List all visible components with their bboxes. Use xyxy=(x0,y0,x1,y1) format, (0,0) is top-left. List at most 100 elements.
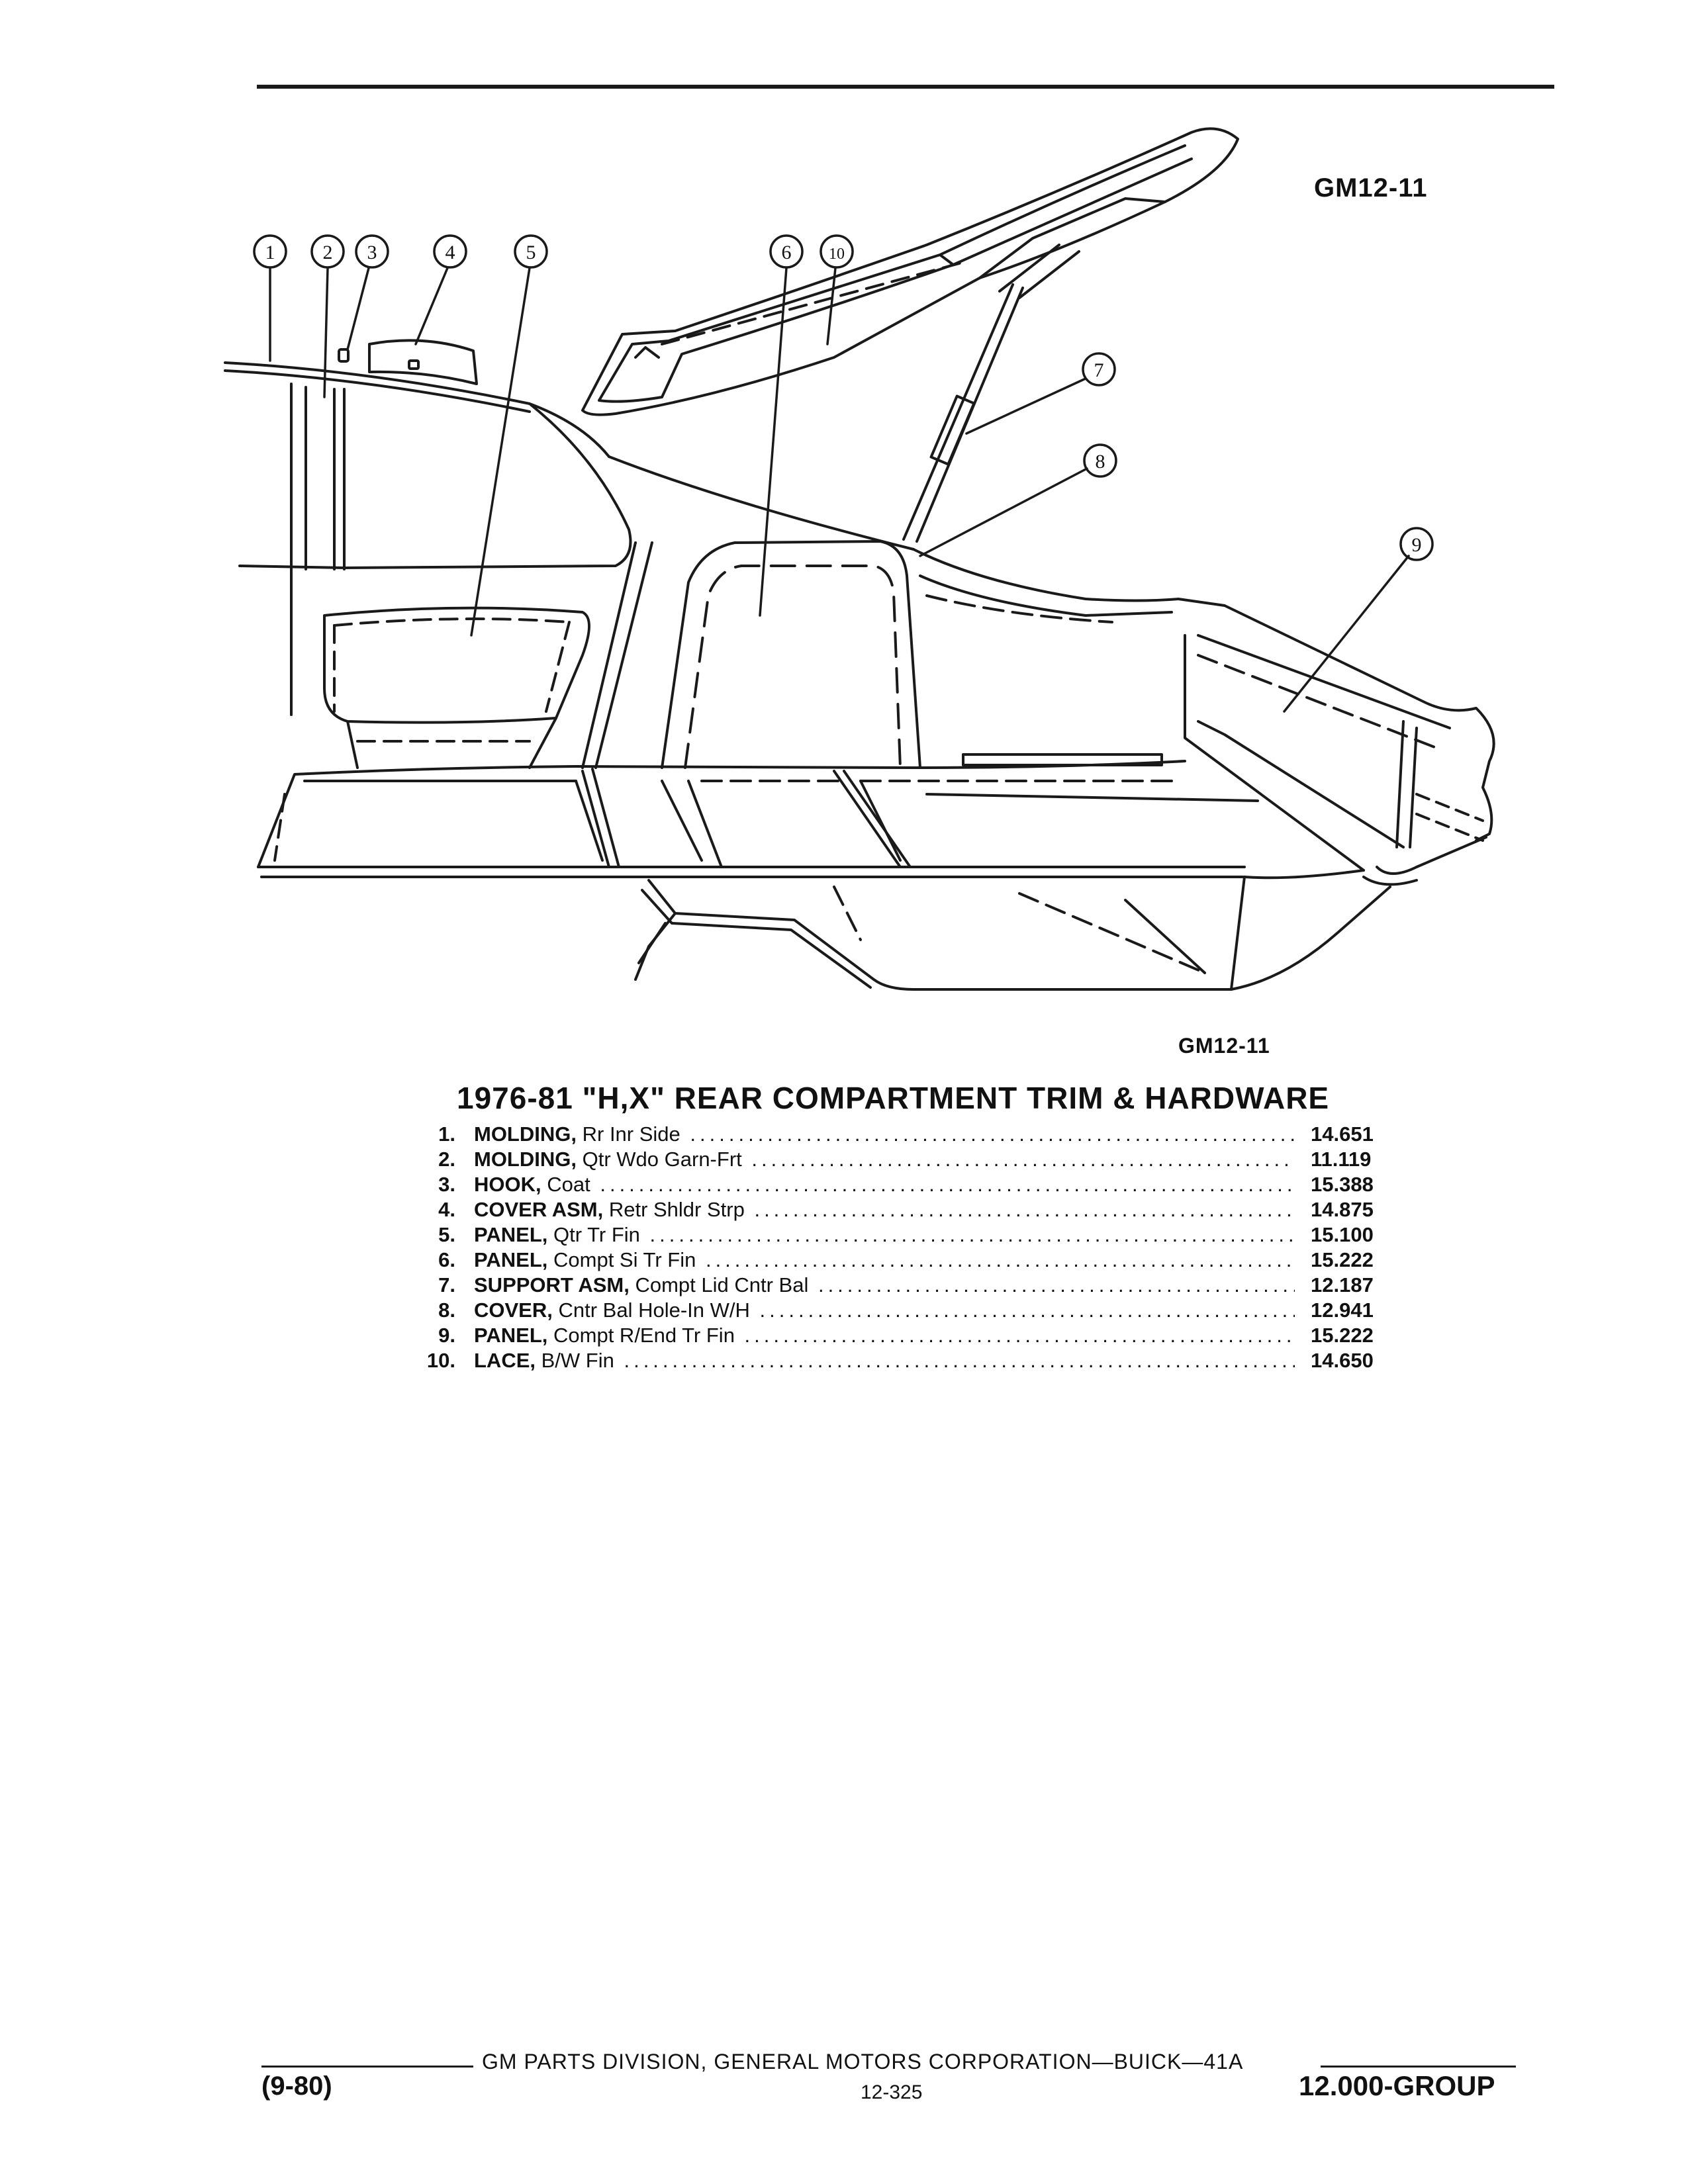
list-item: 6.PANEL, Compt Si Tr Fin ...............… xyxy=(397,1248,1403,1273)
dot-leader: ........................................… xyxy=(751,1148,1295,1171)
figure-id-top: GM12-11 xyxy=(1314,173,1428,203)
part-reference: 14.651 xyxy=(1311,1122,1374,1146)
part-number: 10. xyxy=(426,1349,455,1372)
part-description: COVER ASM, Retr Shldr Strp .............… xyxy=(474,1197,1295,1222)
callout-6: 6 xyxy=(769,234,804,269)
date-code: (9-80) xyxy=(261,2071,332,2101)
part-description: PANEL, Compt Si Tr Fin .................… xyxy=(474,1248,1295,1273)
part-reference: 15.388 xyxy=(1311,1173,1374,1196)
page-title: 1976-81 "H,X" REAR COMPARTMENT TRIM & HA… xyxy=(457,1081,1330,1115)
shoulder-strap-cover xyxy=(368,339,478,385)
dot-leader: ........................................… xyxy=(759,1298,1295,1322)
svg-text:5: 5 xyxy=(526,242,536,263)
svg-text:3: 3 xyxy=(367,242,377,263)
part-name: PANEL, xyxy=(474,1223,548,1246)
part-number: 4. xyxy=(438,1198,455,1221)
body-outline xyxy=(224,361,915,769)
group-code: 12.000-GROUP xyxy=(1299,2070,1495,2101)
part-number: 8. xyxy=(438,1298,455,1322)
part-description: PANEL, Qtr Tr Fin ......................… xyxy=(474,1222,1295,1248)
part-detail: Rr Inr Side xyxy=(582,1122,680,1146)
part-detail: Retr Shldr Strp xyxy=(608,1198,745,1221)
part-name: COVER ASM, xyxy=(474,1198,604,1221)
callout-7: 7 xyxy=(1082,352,1116,387)
list-item: 10. LACE, B/W Fin .......................… xyxy=(397,1348,1403,1373)
dot-leader: ........................................… xyxy=(754,1198,1295,1221)
callout-labels: 1 2 3 4 5 6 10 7 8 9 xyxy=(253,234,1434,561)
top-rule xyxy=(257,85,1554,89)
dot-leader: ........................................… xyxy=(649,1223,1295,1246)
part-number: 3. xyxy=(438,1173,455,1196)
list-item: 3. HOOK, Coat ...........................… xyxy=(397,1172,1403,1197)
footer-rule-left xyxy=(261,2066,473,2068)
part-detail: Qtr Tr Fin xyxy=(553,1223,640,1246)
dot-leader: ........................................… xyxy=(600,1173,1295,1196)
part-description: COVER, Cntr Bal Hole-In W/H ............… xyxy=(474,1298,1295,1323)
part-description: MOLDING, Rr Inr Side ...................… xyxy=(474,1122,1295,1147)
list-item: 8. COVER, Cntr Bal Hole-In W/H ..........… xyxy=(397,1298,1403,1323)
part-number: 9. xyxy=(438,1324,455,1347)
list-item: 7. SUPPORT ASM, Compt Lid Cntr Bal ......… xyxy=(397,1273,1403,1298)
list-item: 5. PANEL, Qtr Tr Fin ....................… xyxy=(397,1222,1403,1248)
rear-end-panel xyxy=(912,548,1495,886)
callout-9: 9 xyxy=(1399,527,1434,561)
part-reference: 15.100 xyxy=(1311,1223,1374,1246)
part-number: 5. xyxy=(438,1223,455,1246)
part-name: LACE, xyxy=(474,1349,536,1372)
dot-leader: ........................................… xyxy=(744,1324,1295,1347)
dot-leader: ........................................… xyxy=(705,1248,1295,1271)
callout-2: 2 xyxy=(310,234,345,269)
part-name: SUPPORT ASM, xyxy=(474,1273,630,1297)
footer-rule-right xyxy=(1321,2066,1516,2068)
callout-4: 4 xyxy=(433,234,467,269)
part-reference: 14.875 xyxy=(1311,1198,1374,1221)
svg-text:4: 4 xyxy=(445,242,455,263)
part-description: SUPPORT ASM, Compt Lid Cntr Bal ........… xyxy=(474,1273,1295,1298)
callout-1: 1 xyxy=(253,234,287,269)
svg-text:10: 10 xyxy=(829,246,845,263)
part-reference: 12.187 xyxy=(1311,1273,1374,1297)
part-number: 7. xyxy=(438,1273,455,1297)
list-item: 4. COVER ASM, Retr Shldr Strp ...........… xyxy=(397,1197,1403,1222)
quarter-trim-panel xyxy=(323,606,590,769)
part-name: COVER, xyxy=(474,1298,553,1322)
part-description: PANEL, Compt R/End Tr Fin ..............… xyxy=(474,1323,1295,1348)
list-item: 2.MOLDING, Qtr Wdo Garn-Frt ............… xyxy=(397,1147,1403,1172)
part-detail: Cntr Bal Hole-In W/H xyxy=(558,1298,750,1322)
callout-10: 10 xyxy=(820,234,854,269)
part-detail: Compt R/End Tr Fin xyxy=(553,1324,735,1347)
svg-text:1: 1 xyxy=(265,242,275,263)
page-number: 12-325 xyxy=(861,2081,923,2103)
part-description: HOOK, Coat .............................… xyxy=(474,1172,1295,1197)
svg-text:8: 8 xyxy=(1096,451,1105,473)
part-detail: B/W Fin xyxy=(541,1349,614,1372)
svg-text:2: 2 xyxy=(323,242,333,263)
compartment-side-panel xyxy=(661,540,921,769)
part-detail: Coat xyxy=(547,1173,590,1196)
dot-leader: ........................................… xyxy=(818,1273,1295,1297)
part-reference: 14.650 xyxy=(1311,1349,1374,1372)
part-name: MOLDING, xyxy=(474,1148,577,1171)
parts-list: 1. MOLDING, Rr Inr Side .................… xyxy=(397,1122,1403,1373)
lower-floor xyxy=(634,876,1391,991)
rear-compartment-diagram: 1 2 3 4 5 6 10 7 8 9 xyxy=(224,127,1495,991)
callout-3: 3 xyxy=(355,234,389,269)
part-description: LACE, B/W Fin ..........................… xyxy=(474,1348,1295,1373)
part-detail: Compt Lid Cntr Bal xyxy=(635,1273,809,1297)
svg-text:6: 6 xyxy=(782,242,792,263)
part-detail: Compt Si Tr Fin xyxy=(553,1248,696,1271)
svg-text:9: 9 xyxy=(1412,534,1422,556)
part-name: MOLDING, xyxy=(474,1122,577,1146)
svg-text:7: 7 xyxy=(1094,359,1104,381)
list-item: 9. PANEL, Compt R/End Tr Fin ............… xyxy=(397,1323,1403,1348)
part-name: PANEL, xyxy=(474,1324,548,1347)
callout-8: 8 xyxy=(1083,443,1117,478)
part-number: 1. xyxy=(438,1122,455,1146)
trunk-floor xyxy=(257,760,1365,880)
callouts xyxy=(269,267,1410,713)
footer-division: GM PARTS DIVISION, GENERAL MOTORS CORPOR… xyxy=(482,2050,1244,2073)
part-name: PANEL, xyxy=(474,1248,548,1271)
part-number: 2. xyxy=(438,1148,455,1171)
part-reference: 15.222 xyxy=(1311,1324,1374,1347)
part-reference: 15.222 xyxy=(1311,1248,1374,1271)
